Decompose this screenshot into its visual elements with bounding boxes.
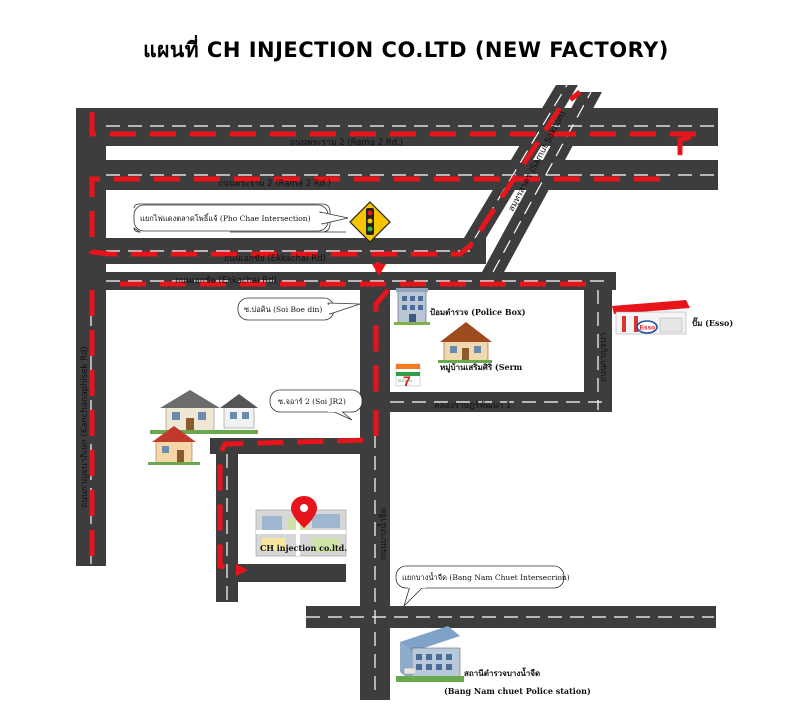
- route-path: [89, 90, 701, 573]
- callout-bang-nam-chuet: แยกบางน้ำจืด (Bang Nam Chuet Intersecrio…: [395, 565, 570, 607]
- callout-pho-chae-text: แยกไฟแดงตลาดโพธิ์แจ้ (Pho Chae Intersect…: [140, 213, 311, 223]
- label-police-box: ป้อมตำรวจ (Police Box): [430, 307, 526, 317]
- callout-soi-jr2: ซ.จอาร์ 2 (Soi JR2): [269, 389, 363, 421]
- label-factory: CH injection co.ltd.: [260, 543, 347, 553]
- factory-location[interactable]: [255, 496, 347, 557]
- esso-sign-text: Esso: [640, 325, 656, 332]
- label-right-vertical: ถนนกาญจนา: [599, 333, 609, 383]
- callout-soi-boe-din-text: ซ.บ่อดิน (Soi Boe din): [244, 305, 322, 314]
- seven-eleven-number: 7: [403, 373, 411, 389]
- police-box-icon: [394, 288, 430, 325]
- label-ekkachai-upper: ถนนเอกชัย (Ekkachai Rd): [224, 254, 326, 264]
- callout-soi-boe-din: ซ.บ่อดิน (Soi Boe din): [237, 297, 361, 321]
- label-police-station-th: สถานีตำรวจบางน้ำจืด: [464, 667, 540, 678]
- callout-soi-jr2-text: ซ.จอาร์ 2 (Soi JR2): [278, 397, 346, 406]
- arrow-to-factory: [236, 564, 248, 576]
- label-ekkachai-lower: ถนนเอกชัย (Ekkachai Rd): [175, 276, 277, 286]
- callout-pho-chae: แยกไฟแดงตลาดโพธิ์แจ้ (Pho Chae Intersect…: [133, 203, 349, 233]
- label-kanchanaphisek: ถนนกาญจนาภิเษก (Kanchanaphisek Rd): [80, 346, 90, 508]
- label-khlong-rat: คลองราษฎร์พัฒนา 1: [434, 400, 511, 411]
- esso-station-icon: Esso: [612, 300, 690, 335]
- label-bang-nam-chuet-rd: ถนนบางน้ำจืด: [377, 508, 389, 560]
- road-samut-sakhon-right: [482, 92, 602, 272]
- map-title: แผนที่ CH INJECTION CO.LTD (NEW FACTORY): [143, 38, 669, 62]
- label-village: หมู่บ้านเสริมศิริ (Serm: [440, 362, 523, 373]
- label-rama2-lower: ถนนพระราม 2 (Rama 2 Rd.): [218, 179, 331, 189]
- houses-left-icon: [148, 390, 258, 465]
- label-esso: ปั๊ม (Esso): [692, 317, 733, 328]
- route-arrows: [236, 264, 386, 576]
- road-police-box-branch: [376, 290, 390, 390]
- seven-eleven-sub: ELEVEN: [398, 379, 412, 383]
- village-house-icon: [438, 322, 492, 363]
- road-factory-bottom: [216, 564, 346, 582]
- police-station-icon: [396, 626, 464, 682]
- callout-bang-nam-chuet-text: แยกบางน้ำจืด (Bang Nam Chuet Intersecrio…: [402, 572, 570, 582]
- road-rama2-upper: [76, 108, 718, 146]
- traffic-light-icon: [349, 201, 391, 243]
- lane-markings: [90, 84, 716, 698]
- label-police-station-en: (Bang Nam chuet Police station): [444, 686, 591, 696]
- label-rama2-upper: ถนนพระราม 2 (Rama 2 Rd.): [290, 138, 403, 148]
- seven-eleven-icon: 7 ELEVEN: [395, 363, 421, 389]
- arrow-to-ekkachai: [372, 264, 386, 276]
